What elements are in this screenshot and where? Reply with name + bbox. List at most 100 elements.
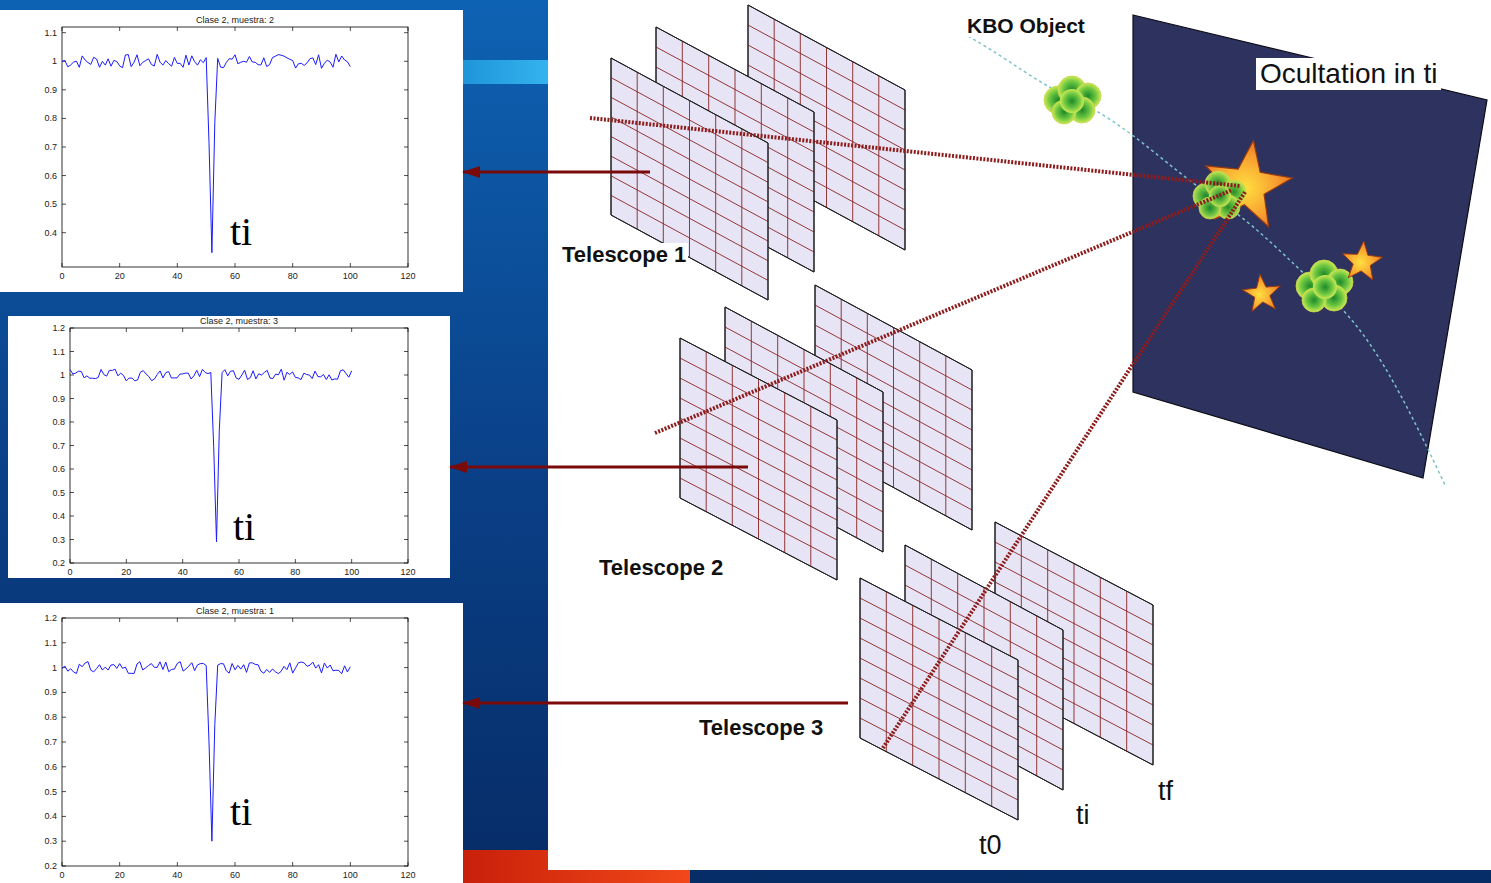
frame-time-label: ti — [1074, 801, 1092, 830]
tick-mark — [62, 692, 408, 693]
y-tick-label: 1 — [52, 57, 57, 66]
tick-mark — [62, 667, 408, 668]
sight-line — [883, 192, 1245, 748]
detector-frames — [860, 522, 1153, 820]
x-tick-label: 40 — [172, 272, 182, 281]
x-tick-label: 20 — [115, 272, 125, 281]
plot-axes — [70, 328, 408, 563]
ccd-frame — [680, 338, 837, 580]
x-tick-label: 60 — [230, 272, 240, 281]
tick-mark — [350, 27, 351, 267]
tick-mark — [295, 328, 296, 563]
telescope-label: Telescope 3 — [697, 716, 825, 740]
tick-mark — [62, 175, 408, 176]
tick-mark — [126, 328, 127, 563]
tick-mark — [62, 642, 408, 643]
frame-time-label: tf — [1156, 777, 1175, 806]
tick-mark — [62, 766, 408, 767]
plane-title: Ocultation in ti — [1256, 58, 1441, 90]
telescope-label: Telescope 2 — [597, 556, 725, 580]
y-tick-label: 0.9 — [52, 394, 65, 403]
line-plot — [8, 316, 450, 578]
y-tick-label: 0.9 — [44, 85, 57, 94]
y-tick-label: 0.4 — [52, 512, 65, 521]
event-time-label: ti — [230, 212, 252, 252]
tick-mark — [119, 27, 120, 267]
y-tick-label: 0.8 — [44, 713, 57, 722]
tick-mark — [62, 717, 408, 718]
x-tick-label: 0 — [59, 871, 64, 880]
x-tick-label: 20 — [121, 568, 131, 577]
x-tick-label: 120 — [400, 272, 415, 281]
tick-mark — [70, 469, 408, 470]
data-arrow — [450, 466, 748, 469]
y-tick-label: 1.1 — [52, 347, 65, 356]
y-tick-label: 0.4 — [44, 228, 57, 237]
kbo-cloud — [1296, 260, 1353, 312]
y-tick-label: 1.1 — [44, 28, 57, 37]
tick-mark — [62, 118, 408, 119]
plot-axes — [62, 27, 408, 267]
y-tick-label: 0.6 — [44, 171, 57, 180]
x-tick-label: 100 — [343, 871, 358, 880]
plot-title: Clase 2, muestra: 2 — [196, 16, 274, 25]
data-arrow — [463, 171, 650, 174]
frame-border — [680, 338, 837, 580]
x-tick-label: 120 — [400, 871, 415, 880]
tick-mark — [62, 147, 408, 148]
tick-mark — [70, 328, 71, 563]
background-star — [1242, 274, 1280, 311]
tick-mark — [62, 32, 408, 33]
y-tick-label: 1 — [60, 371, 65, 380]
sky-plane-node: Ocultation in ti — [1133, 15, 1487, 478]
frame-outline — [860, 578, 1018, 820]
light-curve — [62, 54, 350, 252]
x-tick-label: 120 — [400, 568, 415, 577]
x-tick-label: 0 — [59, 272, 64, 281]
y-tick-label: 0.9 — [44, 688, 57, 697]
x-tick-label: 80 — [288, 272, 298, 281]
x-tick-label: 20 — [115, 871, 125, 880]
x-tick-label: 40 — [178, 568, 188, 577]
tick-mark — [62, 89, 408, 90]
tick-mark — [350, 618, 351, 866]
plot-panel: Clase 2, muestra: 11.21.110.90.80.70.60.… — [0, 603, 463, 883]
x-tick-label: 0 — [67, 568, 72, 577]
plot-panel: Clase 2, muestra: 21.110.90.80.70.60.50.… — [0, 10, 463, 292]
y-tick-label: 0.2 — [44, 862, 57, 871]
tick-mark — [70, 422, 408, 423]
x-tick-label: 40 — [172, 871, 182, 880]
x-tick-label: 80 — [290, 568, 300, 577]
tick-mark — [182, 328, 183, 563]
x-tick-label: 60 — [230, 871, 240, 880]
y-tick-label: 0.8 — [44, 114, 57, 123]
event-time-label: ti — [233, 507, 255, 547]
tick-mark — [408, 618, 409, 866]
event-time-label: ti — [230, 792, 252, 832]
y-tick-label: 0.7 — [44, 738, 57, 747]
frame-outline — [680, 338, 837, 580]
y-tick-label: 0.7 — [44, 143, 57, 152]
detector-frames — [680, 285, 972, 580]
tick-mark — [70, 398, 408, 399]
tick-mark — [70, 375, 408, 376]
sky-plane-shape — [1133, 15, 1487, 478]
y-tick-label: 0.6 — [44, 762, 57, 771]
tick-mark — [62, 27, 63, 267]
tick-mark — [351, 328, 352, 563]
y-tick-label: 1.2 — [44, 614, 57, 623]
plot-axes — [62, 618, 408, 866]
pixel-grid — [860, 592, 1018, 807]
y-tick-label: 1.1 — [44, 638, 57, 647]
y-tick-label: 0.4 — [44, 812, 57, 821]
kbo-cloud — [1044, 76, 1101, 124]
telescope-group: Telescope 1 — [611, 5, 905, 300]
telescope-group: Telescope 3 — [860, 522, 1153, 820]
y-tick-label: 0.6 — [52, 465, 65, 474]
tick-mark — [62, 742, 408, 743]
plot-title: Clase 2, muestra: 3 — [200, 317, 278, 326]
line-plot — [0, 603, 463, 883]
y-tick-label: 1.2 — [52, 324, 65, 333]
